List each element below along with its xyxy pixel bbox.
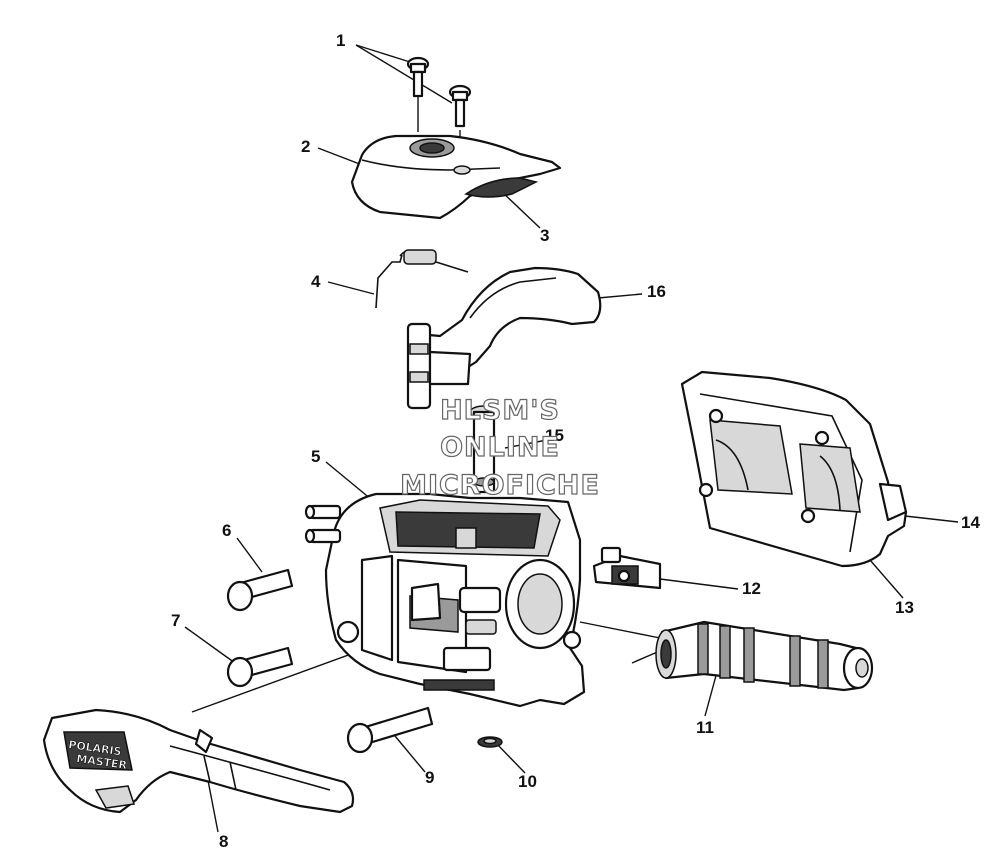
callout-16: 16	[647, 282, 666, 301]
callout-8: 8	[219, 832, 229, 851]
part-8-brake-lever: POLARIS MASTER	[42, 708, 355, 814]
callout-14: 14	[961, 513, 980, 532]
part-7-pin	[226, 646, 294, 688]
callout-12: 12	[742, 579, 761, 598]
callout-9: 9	[425, 768, 435, 787]
part-16-thumb-lever	[406, 266, 602, 410]
part-10-ring	[477, 736, 503, 748]
part-5-housing	[304, 492, 586, 708]
part-3-gasket	[464, 177, 539, 198]
watermark-line3: MICROFICHE	[399, 470, 600, 501]
part-12-clip	[592, 546, 662, 590]
part-4-spring	[375, 249, 469, 309]
part-9-pin	[346, 706, 434, 754]
part-13-reservoir-cover	[680, 370, 908, 568]
callout-15: 15	[545, 426, 564, 445]
callout-13: 13	[895, 598, 914, 617]
callout-2: 2	[301, 137, 311, 156]
part-1-screws	[406, 56, 472, 128]
callout-6: 6	[222, 521, 232, 540]
part-15-pivot-pin	[469, 405, 499, 494]
part-6-pin	[226, 568, 294, 612]
watermark-line2: ONLINE	[439, 432, 560, 463]
part-2-top-cover	[350, 134, 562, 220]
callout-3: 3	[540, 226, 550, 245]
callout-7: 7	[171, 611, 181, 630]
callout-4: 4	[311, 272, 321, 291]
watermark-line1: HLSM'S	[439, 395, 560, 426]
part-11-piston	[655, 620, 874, 692]
callout-1: 1	[336, 31, 346, 50]
callout-5: 5	[311, 447, 321, 466]
part-14-tab	[878, 482, 908, 522]
callout-11: 11	[696, 718, 714, 737]
callout-10: 10	[518, 772, 537, 791]
